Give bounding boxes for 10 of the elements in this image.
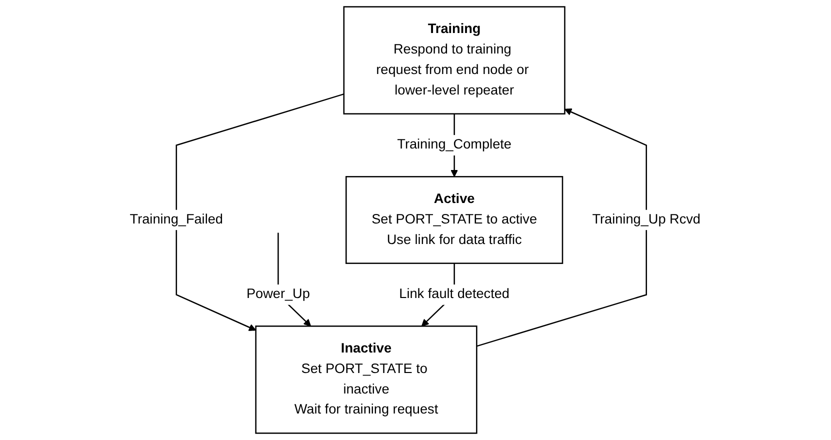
edge-label: Training_Complete xyxy=(397,138,512,152)
arrow xyxy=(176,93,344,331)
node-box: Inactive Set PORT_STATE to inactive Wait for training request xyxy=(256,326,478,434)
edge-label: Training_Failed xyxy=(130,212,224,227)
edge-label: Link fault detected xyxy=(400,287,510,302)
arrow xyxy=(476,108,648,347)
edge-label: Training_Up Rcvd xyxy=(592,212,701,227)
node-box: Active Set PORT_STATE to active Use link for data traffic xyxy=(346,176,564,264)
edge-label: Power_Up xyxy=(246,287,310,302)
node-box: Training Respond to training request from end node or lower-level repeater xyxy=(344,6,566,114)
